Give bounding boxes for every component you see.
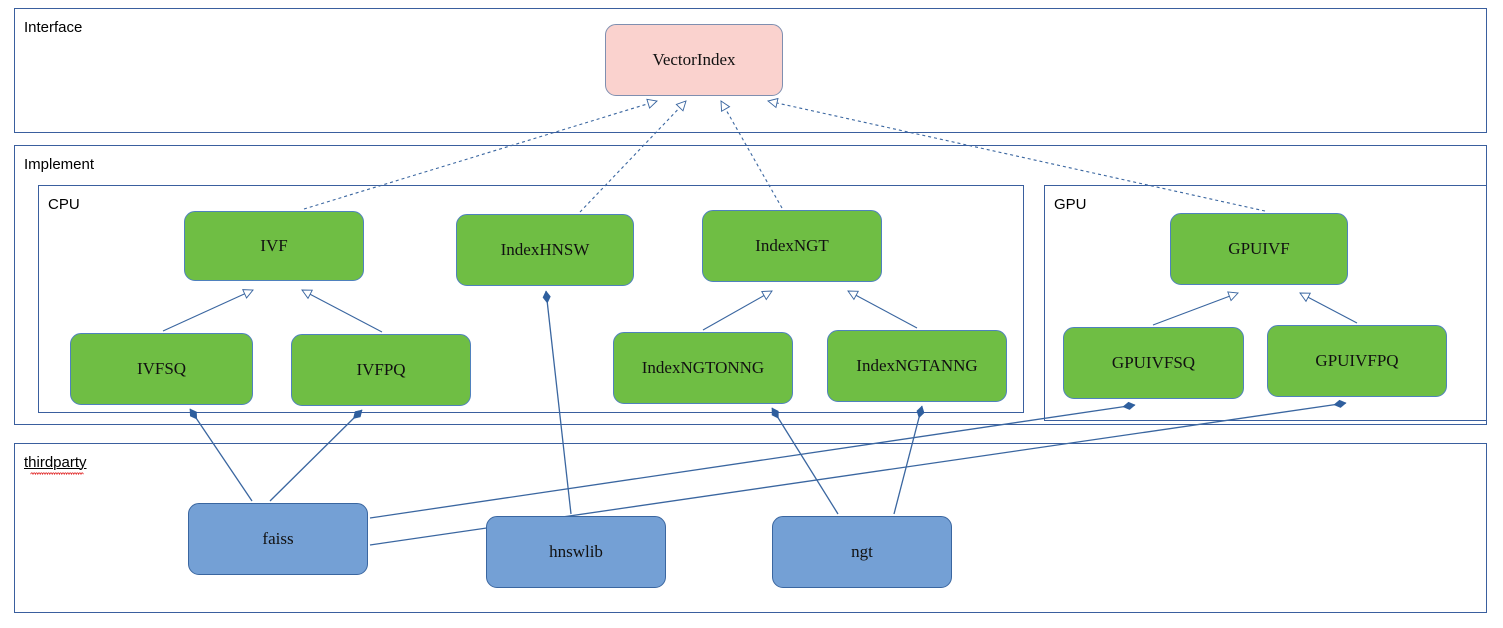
- node-ngt[interactable]: ngt: [772, 516, 952, 588]
- group-label-implement: Implement: [24, 156, 95, 173]
- node-ivfpq[interactable]: IVFPQ: [291, 334, 471, 406]
- node-indexngtanng[interactable]: IndexNGTANNG: [827, 330, 1007, 402]
- node-ivf[interactable]: IVF: [184, 211, 364, 281]
- node-gpuivf[interactable]: GPUIVF: [1170, 213, 1348, 285]
- node-gpuivfpq[interactable]: GPUIVFPQ: [1267, 325, 1447, 397]
- group-label-cpu: CPU: [48, 196, 80, 213]
- group-label-gpu: GPU: [1054, 196, 1087, 213]
- node-vectorindex[interactable]: VectorIndex: [605, 24, 783, 96]
- node-gpuivfsq[interactable]: GPUIVFSQ: [1063, 327, 1244, 399]
- node-indexngt[interactable]: IndexNGT: [702, 210, 882, 282]
- node-indexngtonng[interactable]: IndexNGTONNG: [613, 332, 793, 404]
- group-label-thirdparty: thirdparty: [24, 454, 87, 471]
- node-indexhnsw[interactable]: IndexHNSW: [456, 214, 634, 286]
- node-hnswlib[interactable]: hnswlib: [486, 516, 666, 588]
- node-ivfsq[interactable]: IVFSQ: [70, 333, 253, 405]
- node-faiss[interactable]: faiss: [188, 503, 368, 575]
- group-label-interface: Interface: [24, 19, 83, 36]
